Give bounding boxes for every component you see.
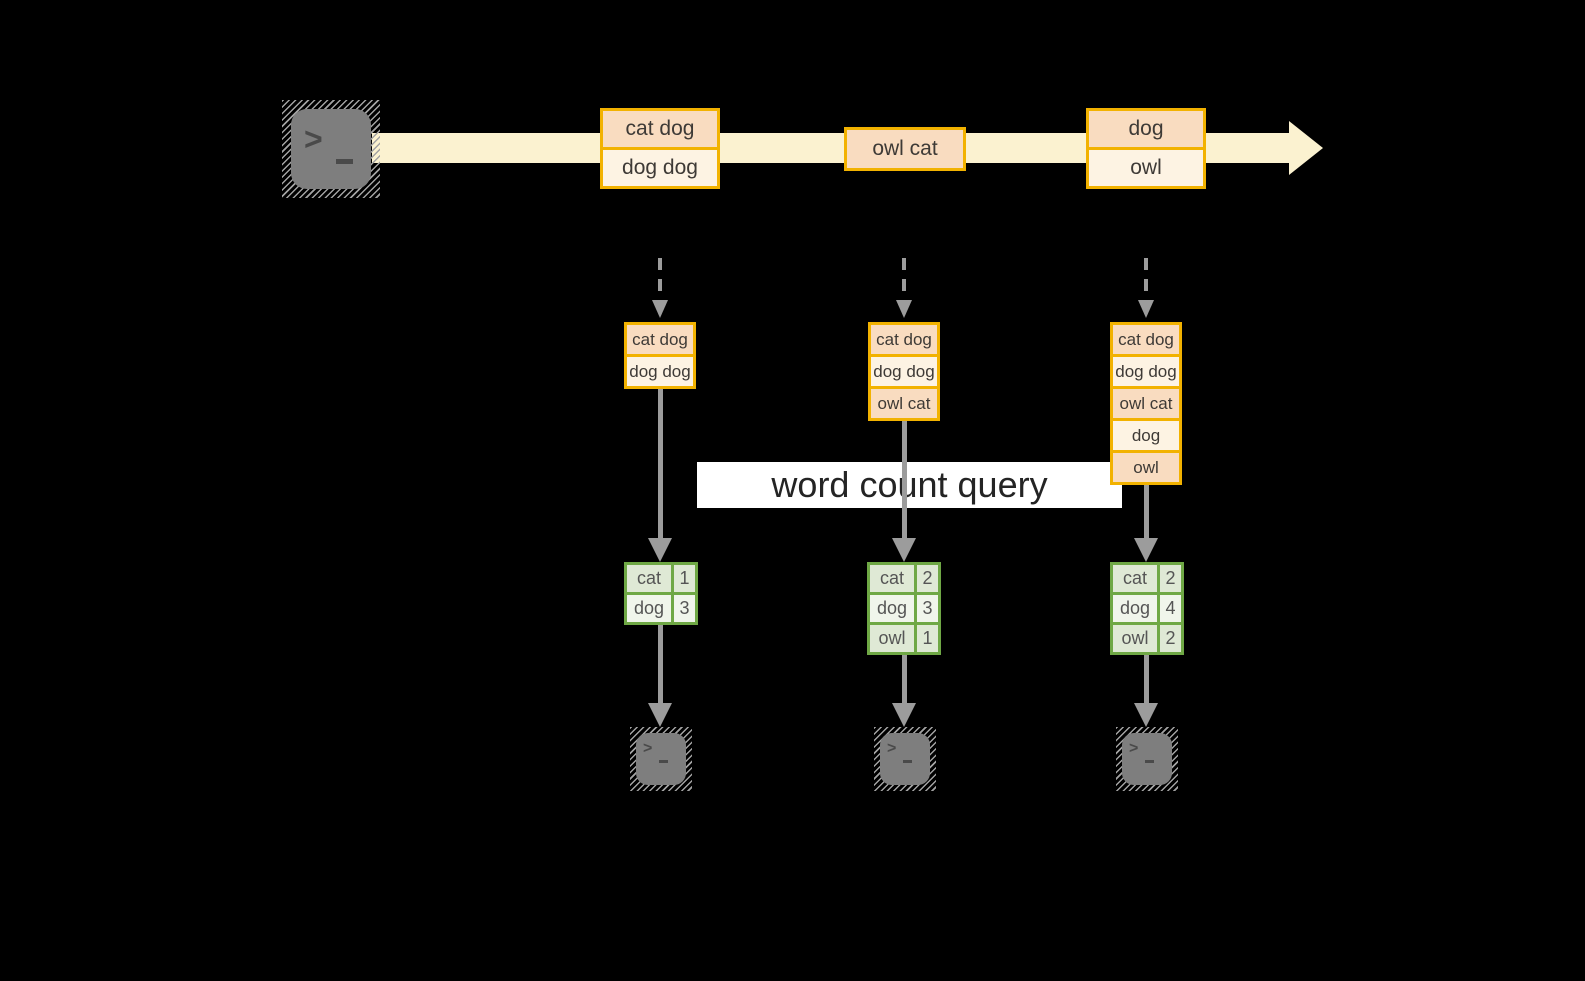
- count-row: owl 2: [1113, 622, 1181, 652]
- terminal-cursor-icon: [1145, 760, 1154, 763]
- terminal-prompt-icon: >: [1129, 740, 1139, 757]
- count-row: dog 3: [870, 592, 938, 622]
- ingest-arrow-line: [1144, 258, 1148, 300]
- buffered-record: dog dog: [871, 354, 937, 386]
- count-table: cat 2 dog 3 owl 1: [867, 562, 941, 655]
- count-word: cat: [870, 565, 917, 592]
- terminal-screen: >: [291, 109, 371, 189]
- ingest-arrow-head-icon: [896, 300, 912, 318]
- sink-terminal-icon: >: [1116, 727, 1178, 791]
- count-value: 2: [1160, 625, 1181, 652]
- terminal-prompt-icon: >: [887, 740, 897, 757]
- ingest-arrow-head-icon: [1138, 300, 1154, 318]
- query-arrow-line: [658, 389, 663, 538]
- count-row: dog 3: [627, 592, 695, 622]
- count-value: 2: [1160, 565, 1181, 592]
- count-word: owl: [870, 625, 917, 652]
- sink-terminal-icon: >: [874, 727, 936, 791]
- terminal-prompt-icon: >: [643, 740, 653, 757]
- stream-record: cat dog: [603, 111, 717, 147]
- count-word: dog: [627, 595, 674, 622]
- count-word: owl: [1113, 625, 1160, 652]
- buffered-record: owl cat: [1113, 386, 1179, 418]
- terminal-cursor-icon: [336, 159, 353, 164]
- count-value: 2: [917, 565, 938, 592]
- buffered-record: owl cat: [871, 386, 937, 418]
- count-value: 1: [674, 565, 695, 592]
- buffered-record: cat dog: [1113, 325, 1179, 354]
- count-value: 3: [674, 595, 695, 622]
- count-value: 4: [1160, 595, 1181, 622]
- count-value: 3: [917, 595, 938, 622]
- output-arrow-head-icon: [648, 703, 672, 727]
- count-row: cat 1: [627, 565, 695, 592]
- count-table: cat 1 dog 3: [624, 562, 698, 625]
- count-row: cat 2: [870, 565, 938, 592]
- terminal-screen: >: [880, 733, 930, 785]
- buffered-record: dog dog: [1113, 354, 1179, 386]
- ingest-arrow-line: [658, 258, 662, 300]
- buffered-record: cat dog: [627, 325, 693, 354]
- terminal-screen: >: [636, 733, 686, 785]
- stream-record: owl cat: [847, 130, 963, 168]
- count-table: cat 2 dog 4 owl 2: [1110, 562, 1184, 655]
- record-buffer-stack: cat dog dog dog owl cat dog owl: [1110, 322, 1182, 485]
- query-banner: word count query: [697, 462, 1122, 508]
- ingest-arrow-line: [902, 258, 906, 300]
- stream-arrowhead-icon: [1289, 121, 1323, 175]
- count-row: cat 2: [1113, 565, 1181, 592]
- stream-record-box: owl cat: [844, 127, 966, 171]
- stream-record: owl: [1089, 147, 1203, 186]
- count-word: cat: [1113, 565, 1160, 592]
- output-arrow-line: [1144, 655, 1149, 703]
- query-arrow-head-icon: [648, 538, 672, 562]
- count-word: dog: [1113, 595, 1160, 622]
- count-word: cat: [627, 565, 674, 592]
- buffered-record: dog dog: [627, 354, 693, 386]
- count-value: 1: [917, 625, 938, 652]
- output-arrow-line: [902, 655, 907, 703]
- query-arrow-head-icon: [1134, 538, 1158, 562]
- output-arrow-head-icon: [892, 703, 916, 727]
- stream-record: dog: [1089, 111, 1203, 147]
- query-arrow-head-icon: [892, 538, 916, 562]
- sink-terminal-icon: >: [630, 727, 692, 791]
- buffered-record: cat dog: [871, 325, 937, 354]
- count-row: owl 1: [870, 622, 938, 652]
- stream-record-box: cat dog dog dog: [600, 108, 720, 189]
- query-banner-label: word count query: [771, 464, 1048, 505]
- buffered-record: owl: [1113, 450, 1179, 482]
- query-arrow-line: [1144, 485, 1149, 538]
- terminal-screen: >: [1122, 733, 1172, 785]
- stream-record-box: dog owl: [1086, 108, 1206, 189]
- terminal-cursor-icon: [903, 760, 912, 763]
- output-arrow-line: [658, 625, 663, 703]
- count-row: dog 4: [1113, 592, 1181, 622]
- count-word: dog: [870, 595, 917, 622]
- output-arrow-head-icon: [1134, 703, 1158, 727]
- record-buffer-stack: cat dog dog dog owl cat: [868, 322, 940, 421]
- stream-record: dog dog: [603, 147, 717, 186]
- buffered-record: dog: [1113, 418, 1179, 450]
- query-arrow-line: [902, 421, 907, 538]
- source-terminal-icon: >: [282, 100, 380, 198]
- terminal-cursor-icon: [659, 760, 668, 763]
- record-buffer-stack: cat dog dog dog: [624, 322, 696, 389]
- ingest-arrow-head-icon: [652, 300, 668, 318]
- terminal-prompt-icon: >: [304, 121, 323, 157]
